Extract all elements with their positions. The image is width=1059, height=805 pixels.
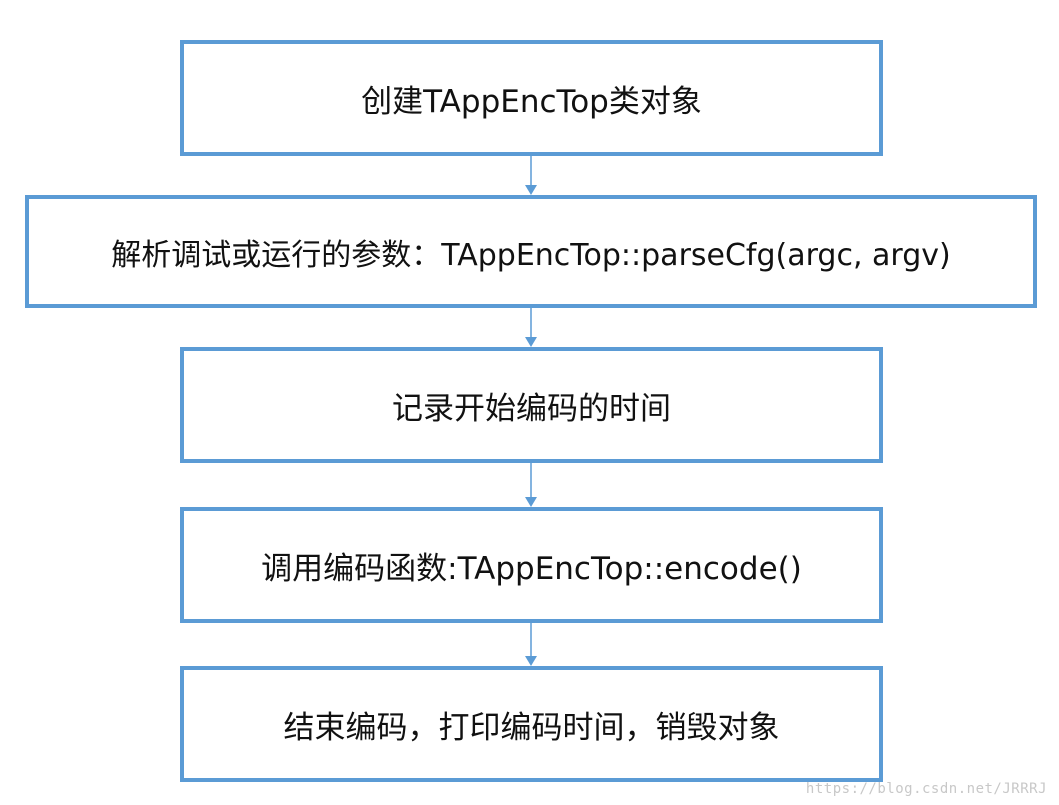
step-call-encode: 调用编码函数:TAppEncTop::encode() [180,507,883,623]
arrow-head [525,497,537,507]
watermark: https://blog.csdn.net/JRRRJ [805,781,1047,797]
step-label: 记录开始编码的时间 [392,390,671,427]
step-parse-config: 解析调试或运行的参数：TAppEncTop::parseCfg(argc, ar… [25,195,1037,308]
step-label: 创建TAppEncTop类对象 [361,83,702,120]
step-create-object: 创建TAppEncTop类对象 [180,40,883,156]
arrow-2-to-3 [525,308,537,347]
step-label: 结束编码，打印编码时间，销毁对象 [283,709,780,746]
arrow-4-to-5 [525,623,537,666]
step-label: 调用编码函数:TAppEncTop::encode() [261,550,802,587]
step-finish-encoding: 结束编码，打印编码时间，销毁对象 [180,666,883,782]
step-label: 解析调试或运行的参数：TAppEncTop::parseCfg(argc, ar… [111,237,951,273]
arrow-head [525,185,537,195]
arrow-head [525,656,537,666]
step-record-start-time: 记录开始编码的时间 [180,347,883,463]
arrow-head [525,337,537,347]
arrow-3-to-4 [525,463,537,507]
arrow-1-to-2 [525,156,537,195]
